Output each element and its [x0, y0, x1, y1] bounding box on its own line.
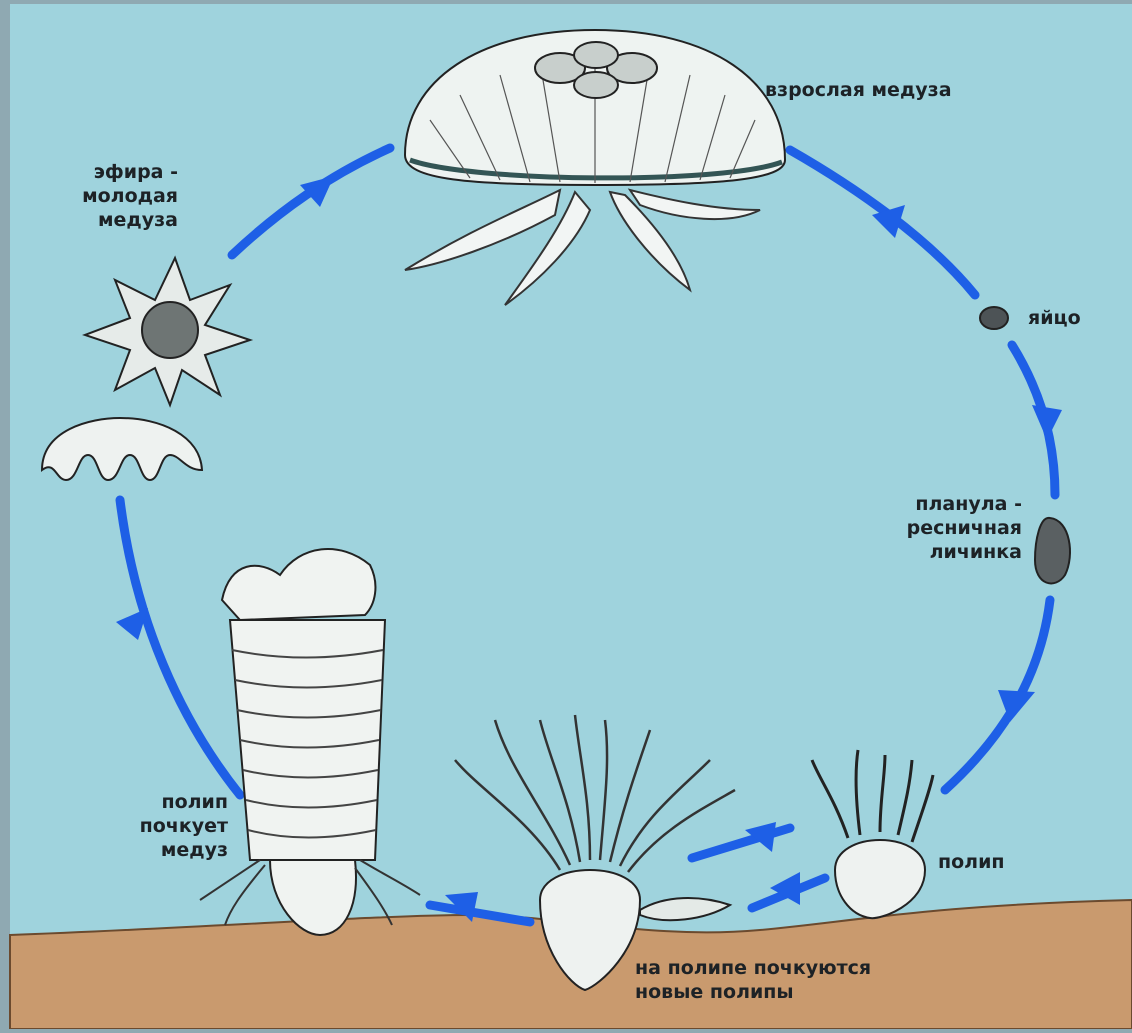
label-line: планула - — [830, 492, 1022, 516]
label-egg: яйцо — [1028, 306, 1081, 330]
label-line: медуз — [60, 838, 228, 862]
label-text: полип — [938, 850, 1005, 874]
label-line: ресничная — [830, 516, 1022, 540]
label-line: почкует — [60, 814, 228, 838]
label-polyp: полип — [938, 850, 1005, 874]
label-text: яйцо — [1028, 306, 1081, 330]
egg-illustration — [980, 307, 1008, 329]
label-line: личинка — [830, 540, 1022, 564]
label-polyp-buds-medusae: полип почкует медуз — [60, 790, 228, 862]
label-planula: планула - ресничная личинка — [830, 492, 1022, 564]
label-line: медуза — [20, 208, 178, 232]
label-line: на полипе почкуются — [635, 956, 871, 980]
label-text: взрослая медуза — [765, 78, 952, 102]
planula-illustration — [1035, 518, 1070, 584]
label-line: полип — [60, 790, 228, 814]
label-ephyra: эфира - молодая медуза — [20, 160, 178, 232]
label-line: новые полипы — [635, 980, 871, 1004]
label-line: молодая — [20, 184, 178, 208]
label-budding-polyps: на полипе почкуются новые полипы — [635, 956, 871, 1004]
label-line: эфира - — [20, 160, 178, 184]
label-adult-medusa: взрослая медуза — [765, 78, 952, 102]
